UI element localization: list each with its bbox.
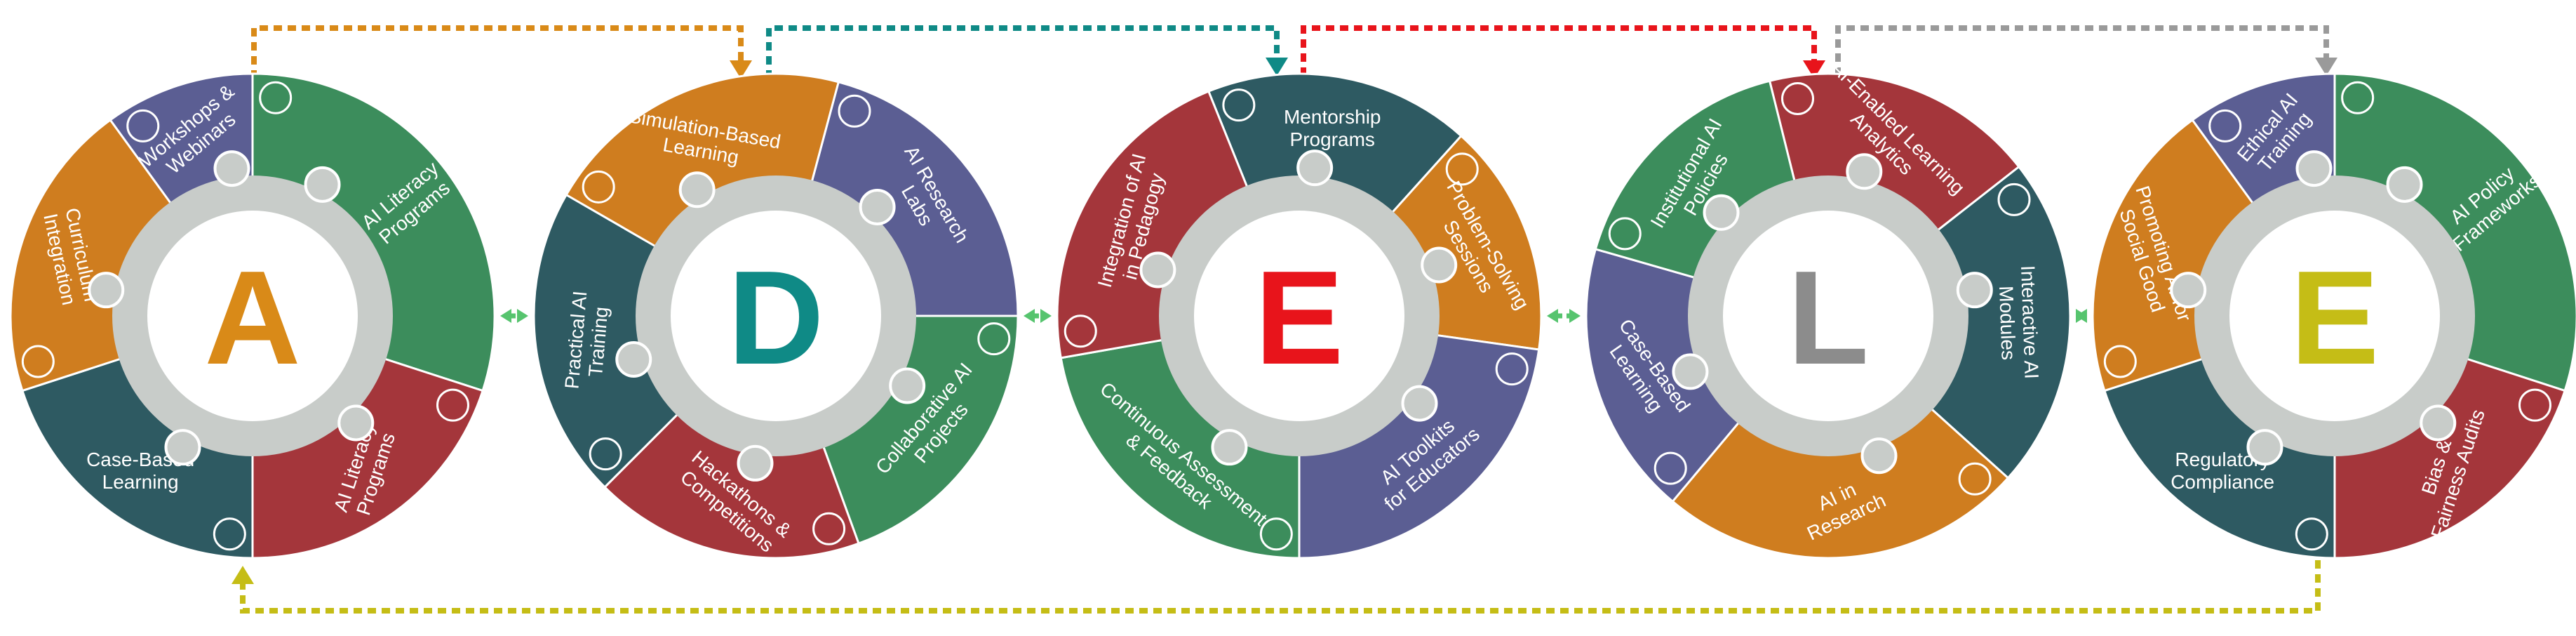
puzzle-knob bbox=[812, 512, 846, 545]
hub-tab bbox=[678, 171, 716, 208]
hub-tab bbox=[737, 444, 774, 482]
puzzle-knob bbox=[259, 81, 293, 114]
puzzle-knob bbox=[1222, 88, 1256, 122]
segment-label: Interactive AIModules bbox=[1994, 265, 2043, 380]
hub-tab bbox=[1672, 353, 1709, 390]
wheel-letter: A bbox=[204, 244, 300, 392]
puzzle-knob bbox=[1064, 314, 1097, 348]
hub-tab bbox=[88, 272, 125, 309]
hub-center bbox=[1723, 211, 1933, 421]
puzzle-knob bbox=[2103, 345, 2137, 378]
wheel-letter: L bbox=[1787, 244, 1869, 392]
hub-tab bbox=[2246, 429, 2283, 466]
puzzle-knob bbox=[1495, 352, 1529, 386]
hub-tab bbox=[213, 150, 250, 187]
hub-tab bbox=[2170, 272, 2207, 309]
puzzle-knob bbox=[126, 109, 160, 143]
hub-tab bbox=[859, 188, 896, 225]
puzzle-knob bbox=[1259, 517, 1293, 551]
puzzle-knob bbox=[2518, 388, 2551, 422]
wheel-link bbox=[500, 309, 528, 323]
hub-tab bbox=[2386, 166, 2423, 203]
puzzle-knob bbox=[436, 388, 469, 422]
wheel-letter: E bbox=[2290, 244, 2380, 392]
wheel-4: AI-Enabled LearningAnalyticsInteractive … bbox=[1585, 57, 2072, 559]
hub-tab bbox=[1211, 429, 1248, 466]
hub-center bbox=[1194, 211, 1404, 421]
wheel-link bbox=[1024, 309, 1052, 323]
hub-tab bbox=[1296, 150, 1334, 187]
hub-center bbox=[2229, 211, 2440, 421]
hub-center bbox=[671, 211, 881, 421]
puzzle-knob bbox=[1608, 217, 1642, 251]
puzzle-knob bbox=[2208, 109, 2242, 143]
hub-tab bbox=[1956, 272, 1993, 309]
hub-tab bbox=[1846, 153, 1883, 190]
puzzle-knob bbox=[977, 322, 1011, 356]
wheel-letter: D bbox=[727, 244, 824, 392]
puzzle-knob bbox=[589, 437, 622, 471]
flow-arrow-e-to-a bbox=[232, 560, 2321, 614]
hub-tab bbox=[1139, 251, 1176, 289]
hub-tab bbox=[615, 340, 652, 378]
hub-center bbox=[147, 211, 358, 421]
flow-arrow-a-to-d bbox=[251, 25, 752, 79]
puzzle-knob bbox=[1958, 462, 1992, 496]
hub-tab bbox=[2295, 150, 2333, 187]
hub-tab bbox=[2420, 404, 2457, 442]
puzzle-knob bbox=[2341, 81, 2375, 114]
puzzle-knob bbox=[213, 517, 246, 551]
puzzle-knob bbox=[21, 345, 55, 378]
puzzle-knob bbox=[2295, 517, 2328, 551]
flow-arrow-d-to-e bbox=[766, 25, 1288, 79]
hub-tab bbox=[1421, 246, 1458, 284]
hub-tab bbox=[304, 166, 341, 203]
puzzle-knob bbox=[1653, 451, 1687, 485]
flow-arrow-l-to-e bbox=[1835, 25, 2337, 76]
flow-arrow-e-to-l bbox=[1301, 25, 1825, 79]
puzzle-knob bbox=[1997, 183, 2031, 216]
puzzle-knob bbox=[582, 170, 615, 204]
hub-tab bbox=[1703, 194, 1740, 231]
puzzle-knob bbox=[1445, 152, 1479, 186]
hub-tab bbox=[889, 367, 926, 404]
wheel-letter: E bbox=[1255, 244, 1344, 392]
hub-tab bbox=[337, 404, 375, 442]
flow-arrows bbox=[232, 25, 2337, 614]
wheel-link bbox=[2076, 309, 2087, 323]
wheel-link bbox=[1547, 309, 1581, 323]
puzzle-knob bbox=[1781, 82, 1815, 116]
puzzle-knob bbox=[838, 94, 871, 128]
hub-tab bbox=[1860, 437, 1898, 475]
hub-tab bbox=[1401, 385, 1438, 422]
hub-tab bbox=[164, 429, 201, 466]
